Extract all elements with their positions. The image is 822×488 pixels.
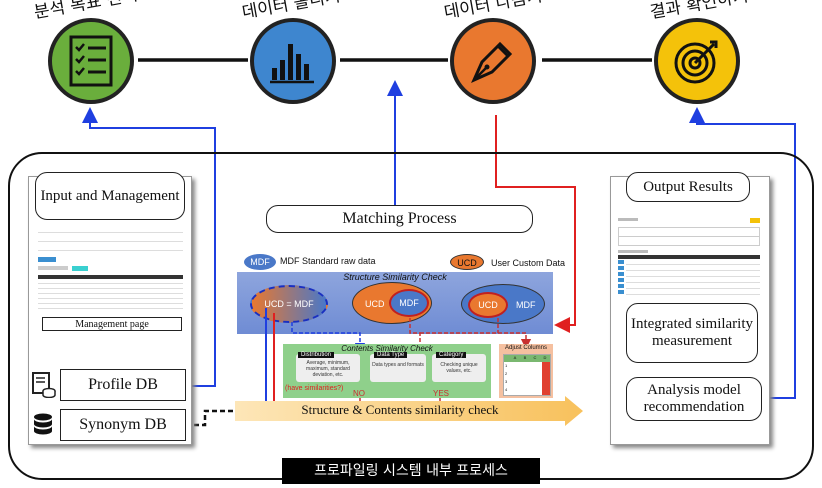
internal-process-label: 프로파일링 시스템 내부 프로세스 <box>282 458 540 484</box>
mdf-tag: MDF <box>244 254 276 270</box>
refine-to-structure-arrow <box>495 115 576 333</box>
profile-to-goal-arrow <box>82 107 216 387</box>
category-tag: Category <box>436 352 467 358</box>
management-page-screenshot <box>38 227 183 317</box>
analysis-to-result-arrow <box>689 107 796 399</box>
category-card: Checking unique values, etc. <box>432 354 486 382</box>
category-text: Checking unique values, etc. <box>440 362 478 374</box>
venn-mdf-inner: MDF <box>389 289 429 317</box>
output-results-screenshot <box>618 218 760 298</box>
no-label: NO <box>353 389 365 398</box>
input-management-title: Input and Management <box>35 172 185 220</box>
upload-chart-icon[interactable] <box>250 18 336 104</box>
adjust-col-b: B <box>523 355 527 360</box>
have-similarities-label: (have similarities?) <box>285 385 344 392</box>
adjust-row: 1 <box>505 363 508 368</box>
ucd-tag: UCD <box>450 254 484 270</box>
structure-similarity-title: Structure Similarity Check <box>343 272 447 282</box>
adjust-col-c: C <box>533 355 537 360</box>
ucd-description: User Custom Data <box>491 258 566 268</box>
adjust-row: 4 <box>505 387 508 392</box>
database-icon <box>33 413 53 444</box>
analysis-recommendation-box[interactable]: Analysis model recommendation <box>626 377 762 421</box>
database-document-icon <box>32 372 56 403</box>
synonym-db-box[interactable]: Synonym DB <box>60 409 186 441</box>
synonym-dashed-link <box>186 409 235 427</box>
similarity-check-label: Structure & Contents similarity check <box>301 402 499 417</box>
mdf-description: MDF Standard raw data <box>280 256 376 266</box>
adjust-columns-panel: Adjust Columns A B C D 1 2 3 4 <box>499 344 553 398</box>
contents-similarity-title: Contents Similarity Check <box>341 344 433 353</box>
adjust-row: 2 <box>505 371 508 376</box>
output-results-title: Output Results <box>626 172 750 202</box>
venn-equal: UCD = MDF <box>250 285 328 323</box>
matching-process-title: Matching Process <box>266 205 533 233</box>
data-type-tag: Data Type <box>374 352 408 358</box>
adjust-columns-title: Adjust Columns <box>504 345 548 351</box>
result-target-icon[interactable] <box>654 18 740 104</box>
venn-ucd-inner: UCD <box>468 292 508 318</box>
integrated-similarity-box[interactable]: Integrated similarity measurement <box>626 303 758 363</box>
management-page-caption: Management page <box>42 317 182 331</box>
data-type-card: Data types and formats <box>370 354 426 382</box>
distribution-text: Average, minimum, maximum, standard devi… <box>306 360 350 378</box>
goal-select-icon[interactable] <box>48 18 134 104</box>
similarity-check-arrow <box>235 396 583 426</box>
adjust-col-a: A <box>513 355 517 360</box>
refine-pen-icon[interactable] <box>450 18 536 104</box>
yes-label: YES <box>433 389 450 398</box>
data-type-text: Data types and formats <box>372 362 424 368</box>
adjust-col-d: D <box>543 355 547 360</box>
distribution-tag: Distribution <box>298 352 335 358</box>
profile-db-box[interactable]: Profile DB <box>60 369 186 401</box>
adjust-row: 3 <box>505 379 508 384</box>
distribution-card: Average, minimum, maximum, standard devi… <box>296 354 360 382</box>
